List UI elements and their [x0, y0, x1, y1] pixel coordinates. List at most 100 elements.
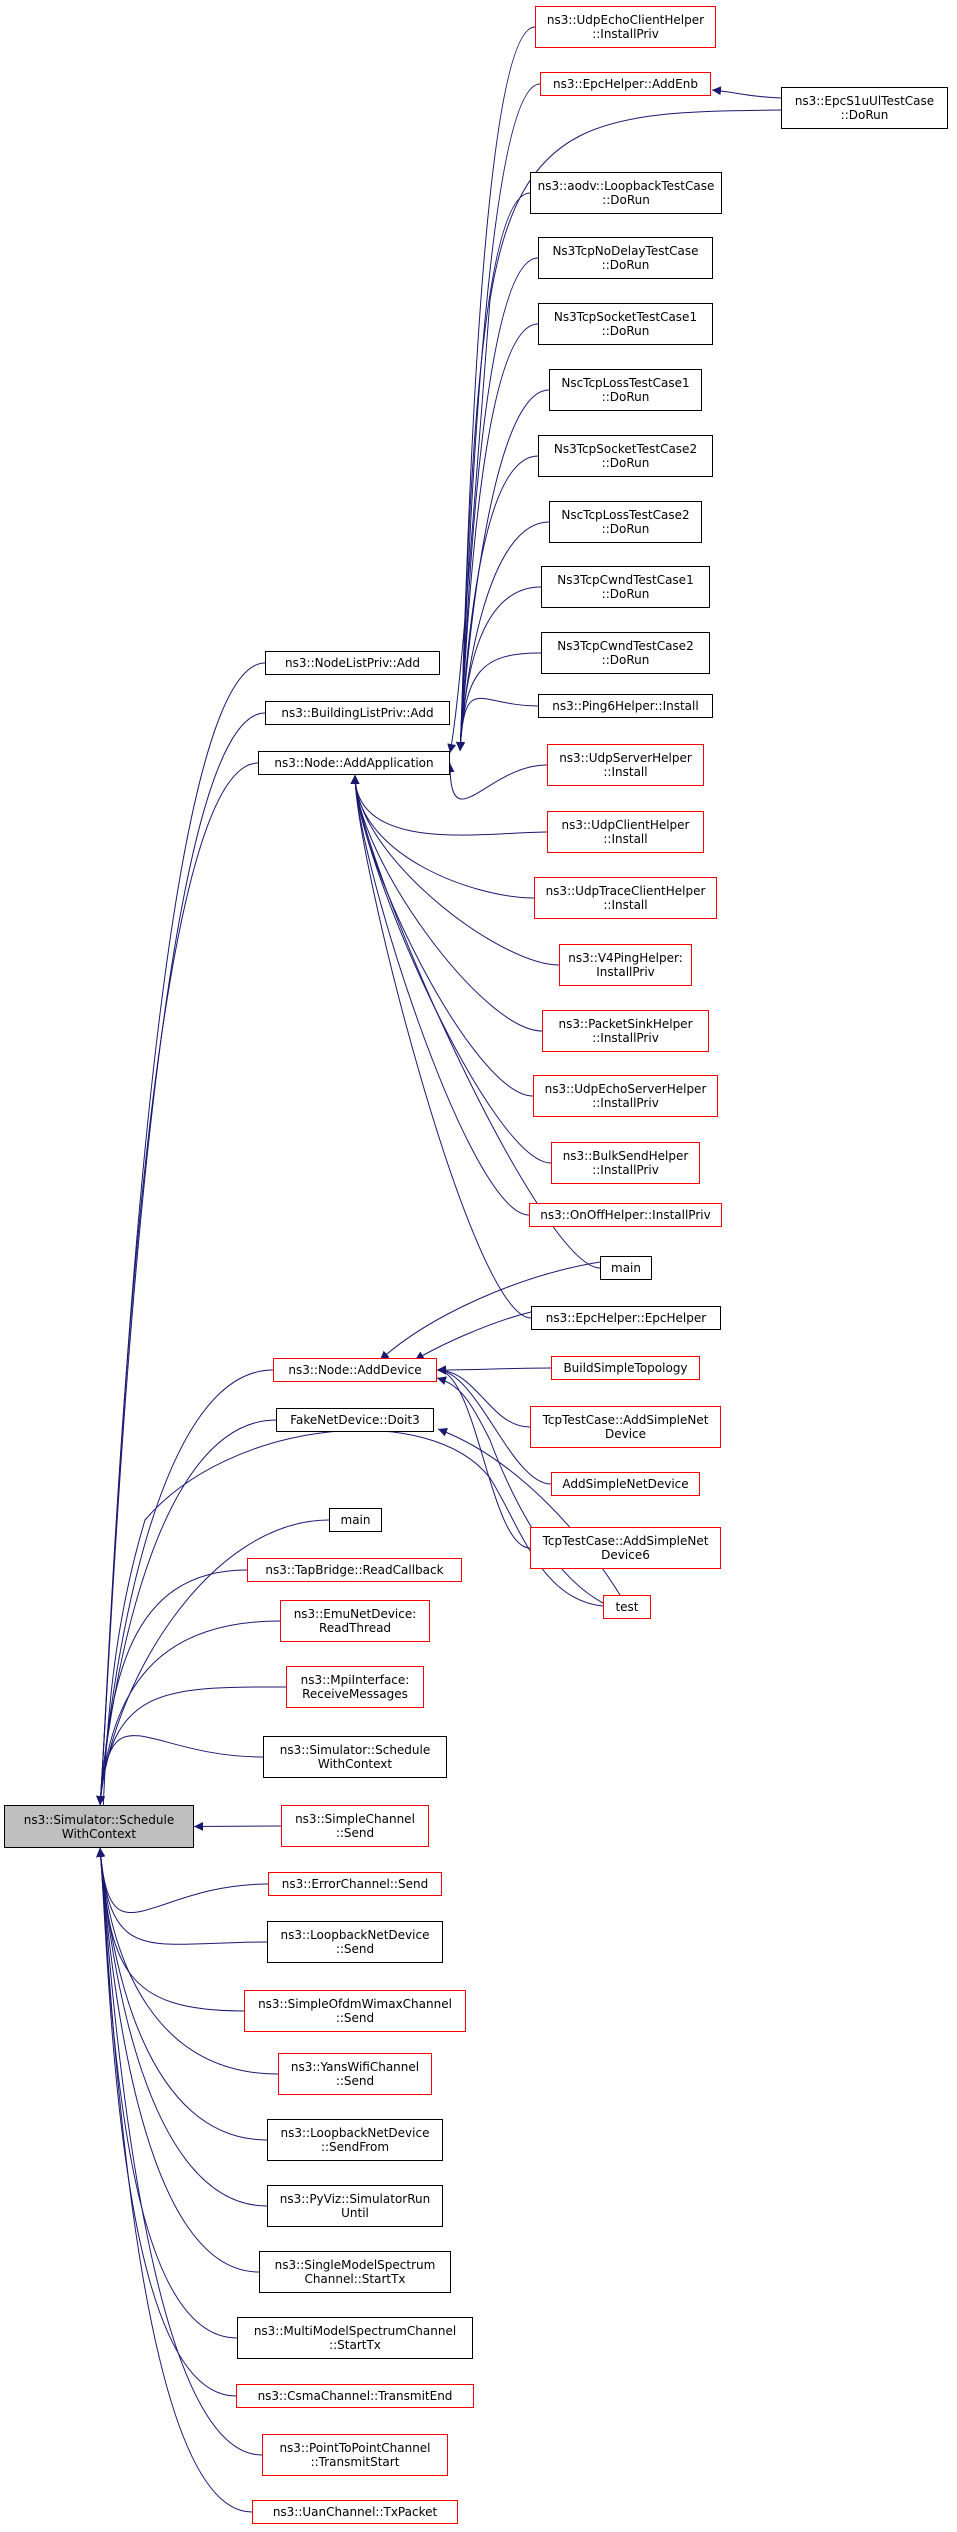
graph-node[interactable]: ns3::PointToPointChannel::TransmitStart — [262, 2434, 448, 2476]
node-label-line: ::DoRun — [601, 522, 650, 536]
graph-node[interactable]: ns3::BulkSendHelper::InstallPriv — [551, 1142, 700, 1184]
node-label-line: Ns3TcpNoDelayTestCase — [552, 244, 699, 258]
edge-n_buildinglistpriv-to-root — [96, 712, 266, 1806]
edge-n_aodv-to-n_addapp — [456, 192, 531, 752]
node-label-line: InstallPriv — [596, 965, 655, 979]
edge-n_uan-to-root — [96, 1847, 253, 2513]
edge-n_loopsend-to-root — [96, 1847, 268, 1945]
graph-node[interactable]: NscTcpLossTestCase2::DoRun — [549, 501, 702, 543]
graph-node[interactable]: ns3::YansWifiChannel::Send — [278, 2053, 432, 2095]
edge-n_test-to-root — [97, 1429, 604, 1849]
node-label-line: ns3::LoopbackNetDevice — [280, 2126, 430, 2140]
graph-node[interactable]: ns3::V4PingHelper:InstallPriv — [559, 944, 692, 986]
graph-node[interactable]: ns3::EpcHelper::AddEnb — [540, 72, 711, 96]
node-label-line: ns3::YansWifiChannel — [290, 2060, 420, 2074]
node-label-line: ns3::SingleModelSpectrum — [274, 2258, 436, 2272]
node-label-line: NscTcpLossTestCase2 — [561, 508, 690, 522]
graph-node[interactable]: ns3::SimpleOfdmWimaxChannel::Send — [244, 1990, 466, 2032]
edge-n_onoff-to-n_addapp — [350, 774, 530, 1216]
edge-n_errorchan-to-root — [96, 1847, 269, 1914]
node-label-line: ::DoRun — [601, 456, 650, 470]
graph-node[interactable]: ns3::NodeListPriv::Add — [265, 651, 440, 675]
node-label-line: ::SendFrom — [320, 2140, 390, 2154]
graph-node[interactable]: NscTcpLossTestCase1::DoRun — [549, 369, 702, 411]
graph-node[interactable]: main — [600, 1256, 652, 1280]
node-label-line: ::Install — [603, 832, 648, 846]
graph-node[interactable]: ns3::LoopbackNetDevice::Send — [267, 1921, 443, 1963]
edge-n_nodelistpriv-to-root — [96, 662, 266, 1806]
node-label-line: ::InstallPriv — [592, 1096, 659, 1110]
graph-node[interactable]: ns3::MpiInterface:ReceiveMessages — [286, 1666, 424, 1708]
node-label-line: ns3::OnOffHelper::InstallPriv — [540, 1208, 711, 1222]
graph-node[interactable]: ns3::EmuNetDevice:ReadThread — [280, 1600, 430, 1642]
graph-node[interactable]: ns3::Node::AddApplication — [258, 751, 450, 775]
edge-n_epchelper-to-n_adddevice — [414, 1311, 532, 1361]
graph-node[interactable]: ns3::OnOffHelper::InstallPriv — [529, 1203, 722, 1227]
node-label-line: ::Install — [603, 898, 648, 912]
graph-node[interactable]: ns3::CsmaChannel::TransmitEnd — [236, 2384, 474, 2408]
node-label-line: ns3::V4PingHelper: — [568, 951, 683, 965]
node-label-line: NscTcpLossTestCase1 — [561, 376, 690, 390]
graph-node[interactable]: ns3::EpcHelper::EpcHelper — [531, 1306, 721, 1330]
graph-node[interactable]: ns3::MultiModelSpectrumChannel::StartTx — [237, 2317, 473, 2359]
graph-node[interactable]: ns3::UdpEchoClientHelper::InstallPriv — [535, 6, 716, 48]
edge-n_tcpaddsimple6-to-n_adddevice — [436, 1365, 531, 1549]
node-label-line: ns3::UdpClientHelper — [561, 818, 690, 832]
graph-node[interactable]: ns3::PacketSinkHelper::InstallPriv — [542, 1010, 709, 1052]
graph-node[interactable]: ns3::UdpClientHelper::Install — [547, 811, 704, 853]
graph-node[interactable]: Ns3TcpNoDelayTestCase::DoRun — [538, 237, 713, 279]
node-label-line: ns3::TapBridge::ReadCallback — [265, 1563, 444, 1577]
graph-node[interactable]: ns3::Ping6Helper::Install — [538, 694, 713, 718]
node-label-line: BuildSimpleTopology — [563, 1361, 688, 1375]
graph-node[interactable]: ns3::Node::AddDevice — [273, 1358, 437, 1382]
graph-node[interactable]: test — [603, 1595, 651, 1619]
node-label-line: Until — [341, 2206, 369, 2220]
graph-node[interactable]: ns3::UdpEchoServerHelper::InstallPriv — [533, 1075, 718, 1117]
graph-node[interactable]: ns3::UdpServerHelper::Install — [547, 744, 704, 786]
graph-node[interactable]: ns3::aodv::LoopbackTestCase::DoRun — [530, 172, 722, 214]
edge-n_nscloss1-to-n_addapp — [456, 389, 550, 752]
node-label-line: ::InstallPriv — [592, 27, 659, 41]
graph-node[interactable]: ns3::EpcS1uUlTestCase::DoRun — [781, 87, 948, 129]
graph-node[interactable]: Ns3TcpCwndTestCase2::DoRun — [541, 632, 710, 674]
edge-n_tcpaddsimple-to-n_adddevice — [436, 1365, 531, 1428]
graph-node[interactable]: Ns3TcpCwndTestCase1::DoRun — [541, 566, 710, 608]
edge-n_ping6-to-n_addapp — [456, 698, 539, 752]
edge-n_epcs1u-to-n_epcaddenb — [711, 86, 782, 99]
graph-node[interactable]: ns3::TapBridge::ReadCallback — [247, 1558, 462, 1582]
graph-node[interactable]: ns3::BuildingListPriv::Add — [265, 701, 450, 725]
node-label-line: ::Send — [335, 2074, 375, 2088]
graph-node[interactable]: ns3::SimpleChannel::Send — [281, 1805, 429, 1847]
node-label-line: TcpTestCase::AddSimpleNet — [542, 1413, 709, 1427]
node-label-line: ::DoRun — [601, 587, 650, 601]
node-label-line: ns3::PyViz::SimulatorRun — [279, 2192, 431, 2206]
graph-node[interactable]: main — [329, 1508, 382, 1532]
edge-n_simsched-to-root — [96, 1735, 264, 1806]
graph-node[interactable]: ns3::LoopbackNetDevice::SendFrom — [267, 2119, 443, 2161]
node-label-line: ns3::CsmaChannel::TransmitEnd — [257, 2389, 453, 2403]
node-label-line: ::DoRun — [601, 324, 650, 338]
edge-n_p2p-to-root — [96, 1847, 263, 2456]
graph-node[interactable]: BuildSimpleTopology — [551, 1356, 700, 1380]
node-label-line: ::TransmitStart — [310, 2455, 400, 2469]
node-label-line: ns3::UdpServerHelper — [559, 751, 692, 765]
graph-node[interactable]: ns3::UanChannel::TxPacket — [252, 2500, 458, 2524]
node-label-line: ns3::BulkSendHelper — [562, 1149, 689, 1163]
graph-node[interactable]: AddSimpleNetDevice — [551, 1472, 700, 1496]
graph-node[interactable]: Ns3TcpSocketTestCase2::DoRun — [538, 435, 713, 477]
node-label-line: ns3::aodv::LoopbackTestCase — [537, 179, 715, 193]
graph-node[interactable]: ns3::ErrorChannel::Send — [268, 1872, 442, 1896]
node-label-line: ns3::UanChannel::TxPacket — [272, 2505, 438, 2519]
graph-node[interactable]: Ns3TcpSocketTestCase1::DoRun — [538, 303, 713, 345]
node-label-line: ::Install — [603, 765, 648, 779]
node-label-line: ::DoRun — [840, 108, 889, 122]
edge-n_packetsink-to-n_addapp — [350, 774, 543, 1032]
graph-node[interactable]: ns3::UdpTraceClientHelper::Install — [534, 877, 717, 919]
node-label-line: main — [340, 1513, 371, 1527]
graph-node[interactable]: FakeNetDevice::Doit3 — [276, 1408, 434, 1432]
